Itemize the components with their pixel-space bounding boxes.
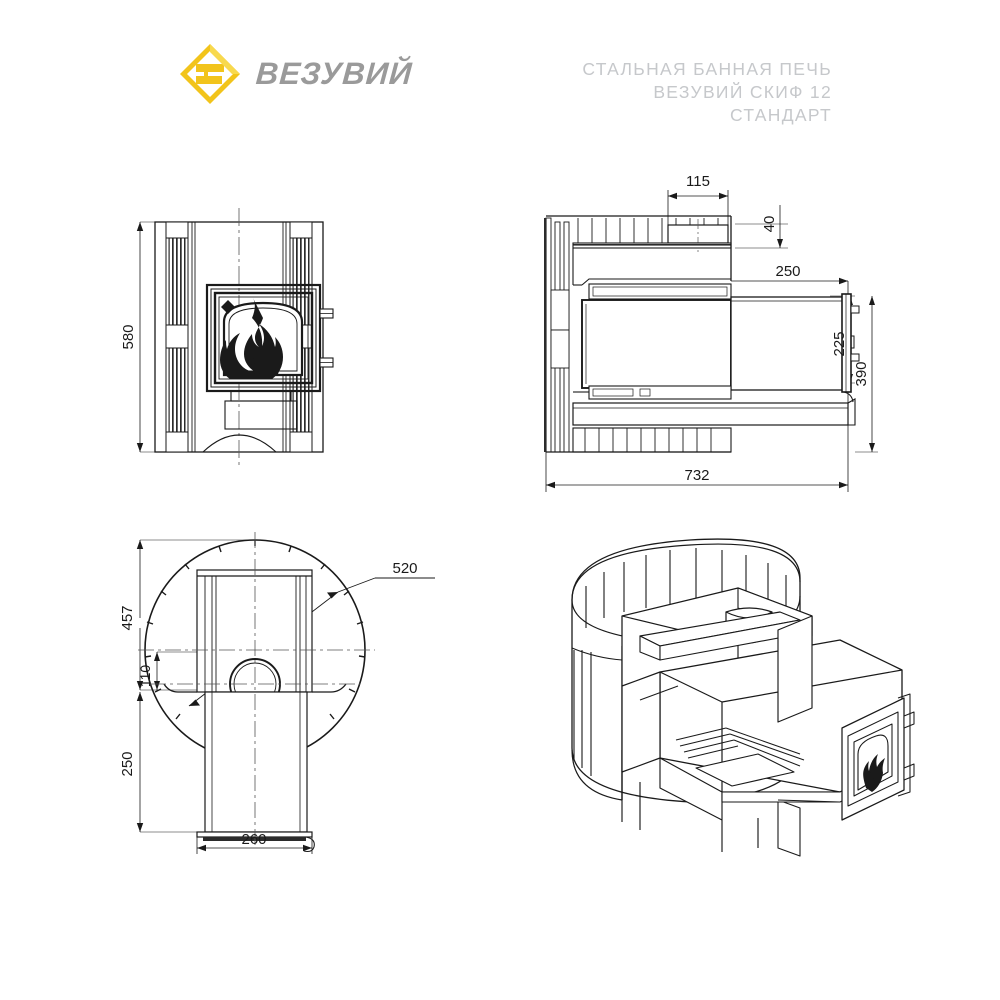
dim-40: [735, 205, 788, 249]
dim-250-plan: [136, 692, 210, 833]
dim-label-110: 110: [137, 665, 153, 688]
dim-label-580: 580: [120, 324, 137, 349]
dim-label-520: 520: [392, 560, 417, 577]
iso-door: [841, 693, 915, 821]
side-body: [544, 215, 860, 453]
dim-390: [855, 296, 878, 453]
title-line-3: СТАНДАРТ: [730, 105, 832, 125]
dim-label-732: 732: [684, 467, 709, 484]
title-line-1: СТАЛЬНАЯ БАННАЯ ПЕЧЬ: [582, 59, 832, 79]
brand-logo: ВЕЗУВИЙ: [178, 42, 414, 106]
side-door: [841, 293, 860, 403]
dim-label-40: 40: [761, 216, 778, 233]
title-line-2: ВЕЗУВИЙ СКИФ 12: [653, 82, 832, 102]
dim-label-457: 457: [119, 605, 136, 630]
dim-label-260: 260: [241, 831, 266, 848]
dim-250: [731, 277, 848, 285]
view-side-section: 115 40 250 225 390 732: [500, 0, 1000, 510]
dim-label-115: 115: [686, 173, 710, 190]
dim-label-250: 250: [775, 263, 800, 280]
dim-457: [136, 539, 260, 691]
vezuviy-diamond-emblem-icon: [178, 42, 242, 106]
view-plan-section: 457 110 250 260 520: [0, 500, 470, 900]
stove-door-front: [205, 283, 334, 393]
dim-label-390: 390: [853, 361, 870, 386]
dim-label-250-plan: 250: [119, 751, 136, 776]
sheet-title: СТАЛЬНАЯ БАННАЯ ПЕЧЬ ВЕЗУВИЙ СКИФ 12 СТА…: [400, 58, 832, 127]
flame-graphic: [220, 298, 283, 379]
dim-label-225: 225: [831, 331, 848, 356]
plan-body: [163, 569, 347, 853]
view-front-elevation: 580: [0, 0, 470, 500]
dim-115: [667, 190, 729, 228]
view-isometric-cutaway: [500, 500, 1000, 900]
